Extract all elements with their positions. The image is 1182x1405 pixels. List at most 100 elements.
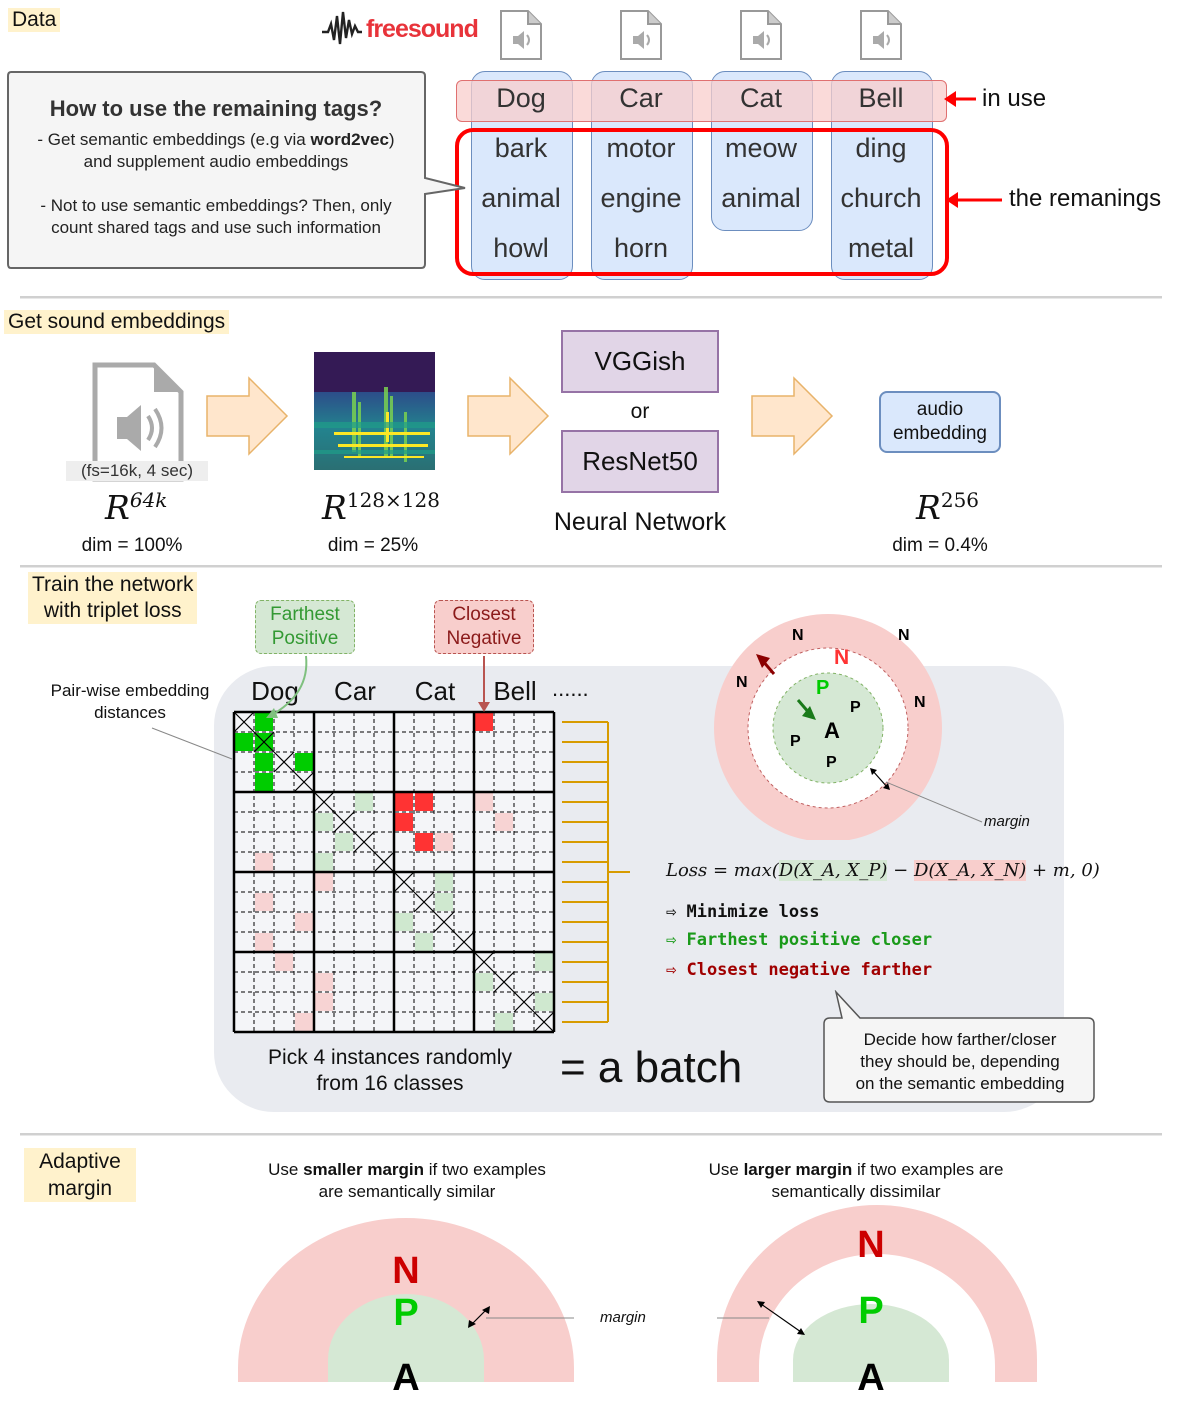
resnet50-box: ResNet50 <box>561 430 719 493</box>
matrix-cell <box>535 953 553 971</box>
arrow-icon <box>266 708 278 718</box>
larger-margin-caption: Use larger margin if two examples are se… <box>708 1160 1004 1201</box>
howto-line1: - Get semantic embeddings (e.g via word2… <box>37 130 395 149</box>
more-classes-ellipsis: ...... <box>552 676 589 701</box>
matrix-cell <box>495 1013 513 1031</box>
audio-embedding-box: audio embedding <box>879 391 1001 453</box>
diagonal-cross <box>413 891 435 913</box>
margin-label: margin <box>600 1309 646 1326</box>
matrix-cell <box>255 853 273 871</box>
flow-arrow-icon <box>467 376 550 456</box>
class-header: Bell <box>493 676 537 706</box>
flow-arrow-icon <box>751 376 834 456</box>
diagonal-cross <box>533 1011 555 1033</box>
tag-remaining: church <box>840 183 922 213</box>
matrix-cell <box>315 873 333 891</box>
vggish-box: VGGish <box>561 330 719 393</box>
tag-remaining: ding <box>855 133 907 163</box>
svg-text:P: P <box>816 677 829 699</box>
howto-line2: and supplement audio embeddings <box>83 152 349 171</box>
diagonal-cross <box>273 751 295 773</box>
howto-line3: - Not to use semantic embeddings? Then, … <box>40 196 392 215</box>
class-header: Car <box>334 676 376 706</box>
section-divider <box>20 1133 1162 1135</box>
diagonal-cross <box>513 991 535 1013</box>
diagonal-cross <box>313 791 335 813</box>
tag-remaining: animal <box>721 183 801 213</box>
smaller-margin-caption: Use smaller margin if two examples are s… <box>268 1160 546 1201</box>
pointer-line <box>151 727 233 760</box>
diagonal-cross <box>293 771 315 793</box>
howto-title: How to use the remaining tags? <box>49 96 383 121</box>
bullet-minimize-loss: ⇨ Minimize loss <box>666 902 820 922</box>
small-margin-arch <box>238 1218 574 1382</box>
in-use-label: in use <box>982 85 1047 112</box>
audio-file-icon <box>860 10 902 65</box>
audio-file-icon <box>500 10 542 65</box>
tag-remaining: bark <box>494 133 548 163</box>
negative-letter: N <box>392 1250 420 1292</box>
svg-text:N: N <box>898 627 910 644</box>
howto-callout <box>7 71 466 269</box>
diagonal-cross <box>333 811 355 833</box>
margin-label: margin <box>984 813 1030 830</box>
audio-file-icon <box>620 10 662 65</box>
negative-letter: N <box>857 1224 885 1266</box>
howto-line4: count shared tags and use such informati… <box>51 218 381 237</box>
diagonal-cross <box>473 951 495 973</box>
diagonal-cross <box>453 931 475 953</box>
matrix-cell <box>275 953 293 971</box>
arrow-left-icon <box>944 91 976 107</box>
svg-text:P: P <box>850 699 861 716</box>
audio-file-icon <box>92 362 184 482</box>
section-label-adaptive: Adaptive margin <box>24 1148 136 1202</box>
freesound-wordmark: freesound <box>366 15 478 43</box>
diagonal-cross <box>353 831 375 853</box>
audio-embedding-label: audio <box>916 399 964 420</box>
diagonal-cross <box>433 911 455 933</box>
decide-callout <box>823 990 1095 1103</box>
bullet-positive-closer: ⇨ Farthest positive closer <box>666 930 933 950</box>
spectrogram-image <box>314 352 435 470</box>
tag-in-use: Car <box>619 83 663 113</box>
matrix-cell <box>295 1013 313 1031</box>
class-header: Cat <box>414 676 456 706</box>
matrix-cell <box>395 793 413 811</box>
distance-matrix <box>232 655 630 1034</box>
triplet-ring-diagram: N N N N N P P P P A <box>714 614 983 840</box>
freesound-logo: freesound <box>322 6 492 48</box>
matrix-cell <box>295 753 313 771</box>
anchor-letter: A <box>857 1357 885 1399</box>
arrow-left-icon <box>946 192 1002 208</box>
positive-letter: P <box>393 1292 419 1334</box>
dimension-ratio: dim = 100% <box>81 535 183 556</box>
svg-text:N: N <box>792 627 804 644</box>
matrix-cell <box>415 933 433 951</box>
matrix-cell <box>495 813 513 831</box>
tag-in-use: Dog <box>496 83 546 113</box>
remaining-label: the remanings <box>1009 185 1162 212</box>
audio-file-icon <box>740 10 782 65</box>
dimension-ratio: dim = 25% <box>327 535 419 556</box>
dimension-math: R64k <box>105 488 168 527</box>
diagonal-cross <box>233 711 255 733</box>
matrix-cell <box>535 993 553 1011</box>
matrix-cell <box>415 833 433 851</box>
svg-text:N: N <box>736 674 748 691</box>
dimension-math: R256 <box>916 488 980 527</box>
diagonal-cross <box>393 871 415 893</box>
svg-text:P: P <box>790 733 801 750</box>
large-margin-arch <box>717 1205 1037 1382</box>
or-label: or <box>630 400 650 423</box>
matrix-cell <box>415 793 433 811</box>
section-label-train: Train the network with triplet loss <box>28 572 198 624</box>
tag-in-use: Cat <box>739 83 783 113</box>
matrix-cell <box>435 833 453 851</box>
tag-remaining: meow <box>724 133 798 163</box>
dimension-ratio: dim = 0.4% <box>892 535 988 556</box>
matrix-cell <box>315 973 333 991</box>
